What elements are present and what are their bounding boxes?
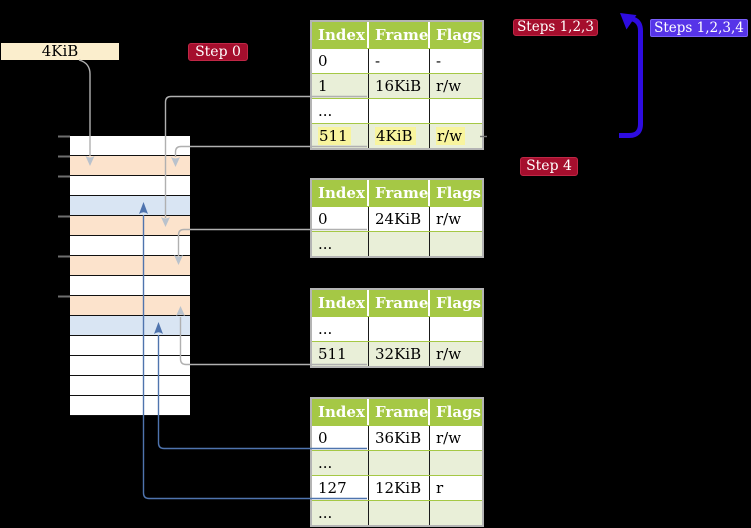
cell-flags xyxy=(430,99,482,123)
cell-frame: 36KiB xyxy=(369,426,430,450)
header-cell-frame: Frame xyxy=(369,399,430,425)
frame-size-label: 4KiB xyxy=(1,43,119,60)
cell-flags: r/w xyxy=(436,345,462,363)
page-table-level2: Index Frame Flags ... 511 32KiB r/w xyxy=(310,288,484,368)
header-cell-flags: Flags xyxy=(436,403,481,421)
memory-frame-row-mapped xyxy=(70,196,190,216)
memory-frame-row-pagetable xyxy=(70,156,190,176)
cell-index: ... xyxy=(312,451,369,475)
cell-frame: 12KiB xyxy=(369,476,430,500)
recursive-loop-path xyxy=(619,16,643,138)
cell-flags xyxy=(430,451,482,475)
memory-frame-row-pagetable xyxy=(70,296,190,316)
table-row-recursive-entry: 511 4KiB r/w xyxy=(312,123,482,148)
page-table-level1: Index Frame Flags 0 36KiB r/w ... 127 12… xyxy=(310,397,484,527)
cell-flags: r/w xyxy=(436,429,462,447)
cell-flags xyxy=(430,501,482,525)
step0-badge: Step 0 xyxy=(188,43,248,61)
table-header-row: Index Frame Flags xyxy=(312,180,482,206)
memory-frame-row xyxy=(70,276,190,296)
memory-frame-row-mapped xyxy=(70,316,190,336)
memory-frame-row xyxy=(70,176,190,196)
table-header-row: Index Frame Flags xyxy=(312,399,482,425)
cell-frame xyxy=(369,501,430,525)
table-row: 0 - - xyxy=(312,48,482,73)
table-row: 511 32KiB r/w xyxy=(312,341,482,366)
header-cell-index: Index xyxy=(312,22,369,48)
cell-frame: 16KiB xyxy=(369,74,430,98)
table-header-row: Index Frame Flags xyxy=(312,290,482,316)
cell-index: 0 xyxy=(312,426,369,450)
header-cell-index: Index xyxy=(312,399,369,425)
header-cell-index: Index xyxy=(312,290,369,316)
cell-index: 127 xyxy=(312,476,369,500)
cell-index: 0 xyxy=(312,49,369,73)
physical-memory-column xyxy=(70,136,190,416)
cell-frame: 4KiB xyxy=(369,124,430,148)
cell-index: 511 xyxy=(312,342,369,366)
table-row-ellipsis: ... xyxy=(312,450,482,475)
header-cell-index: Index xyxy=(312,180,369,206)
memory-frame-row xyxy=(70,376,190,396)
recursive-loop-arrowhead xyxy=(620,13,637,30)
table-row-ellipsis: ... xyxy=(312,98,482,123)
table-row: 1 16KiB r/w xyxy=(312,73,482,98)
highlighted-value: 511 xyxy=(318,127,351,145)
step4-badge: Step 4 xyxy=(520,157,578,176)
cell-frame: 24KiB xyxy=(369,207,430,231)
header-cell-frame: Frame xyxy=(369,290,430,316)
highlighted-value: r/w xyxy=(436,127,466,145)
steps-123-badge: Steps 1,2,3 xyxy=(513,19,598,36)
cell-frame xyxy=(369,317,430,341)
cell-flags: r/w xyxy=(430,124,482,148)
cell-index: ... xyxy=(312,232,369,256)
memory-frame-row xyxy=(70,396,190,416)
cell-flags xyxy=(430,317,482,341)
cell-index: 511 xyxy=(312,124,369,148)
cell-frame: - xyxy=(369,49,430,73)
page-table-level4: Index Frame Flags 0 - - 1 16KiB r/w ... … xyxy=(310,20,484,150)
cell-flags: r xyxy=(436,479,444,497)
memory-frame-row-pagetable xyxy=(70,216,190,236)
header-cell-flags: Flags xyxy=(436,184,481,202)
memory-frame-row xyxy=(70,356,190,376)
cell-flags xyxy=(430,232,482,256)
address-tick-marks xyxy=(58,135,70,298)
table-header-row: Index Frame Flags xyxy=(312,22,482,48)
header-cell-flags: Flags xyxy=(436,294,481,312)
cell-flags: r/w xyxy=(436,77,462,95)
header-cell-flags: Flags xyxy=(436,26,481,44)
memory-frame-row xyxy=(70,336,190,356)
page-table-level3: Index Frame Flags 0 24KiB r/w ... xyxy=(310,178,484,258)
cell-frame xyxy=(369,451,430,475)
cell-index: ... xyxy=(312,317,369,341)
table-row: 0 36KiB r/w xyxy=(312,425,482,450)
cell-index: 0 xyxy=(312,207,369,231)
cell-flags: r/w xyxy=(436,210,462,228)
header-cell-frame: Frame xyxy=(369,180,430,206)
table-row-ellipsis: ... xyxy=(312,316,482,341)
cell-frame xyxy=(369,232,430,256)
header-cell-frame: Frame xyxy=(369,22,430,48)
memory-frame-row-pagetable xyxy=(70,256,190,276)
cell-index: ... xyxy=(312,99,369,123)
cell-index: 1 xyxy=(312,74,369,98)
memory-frame-row xyxy=(70,236,190,256)
cell-flags: - xyxy=(436,52,442,70)
cell-frame xyxy=(369,99,430,123)
table-row-ellipsis: ... xyxy=(312,500,482,525)
memory-frame-row xyxy=(70,136,190,156)
cell-index: ... xyxy=(312,501,369,525)
cell-frame: 32KiB xyxy=(369,342,430,366)
table-row-ellipsis: ... xyxy=(312,231,482,256)
recursive-loop-arrow xyxy=(619,13,643,138)
highlighted-value: 4KiB xyxy=(375,127,416,145)
steps-1234-badge: Steps 1,2,3,4 xyxy=(650,19,748,37)
table-row: 0 24KiB r/w xyxy=(312,206,482,231)
table-row: 127 12KiB r xyxy=(312,475,482,500)
